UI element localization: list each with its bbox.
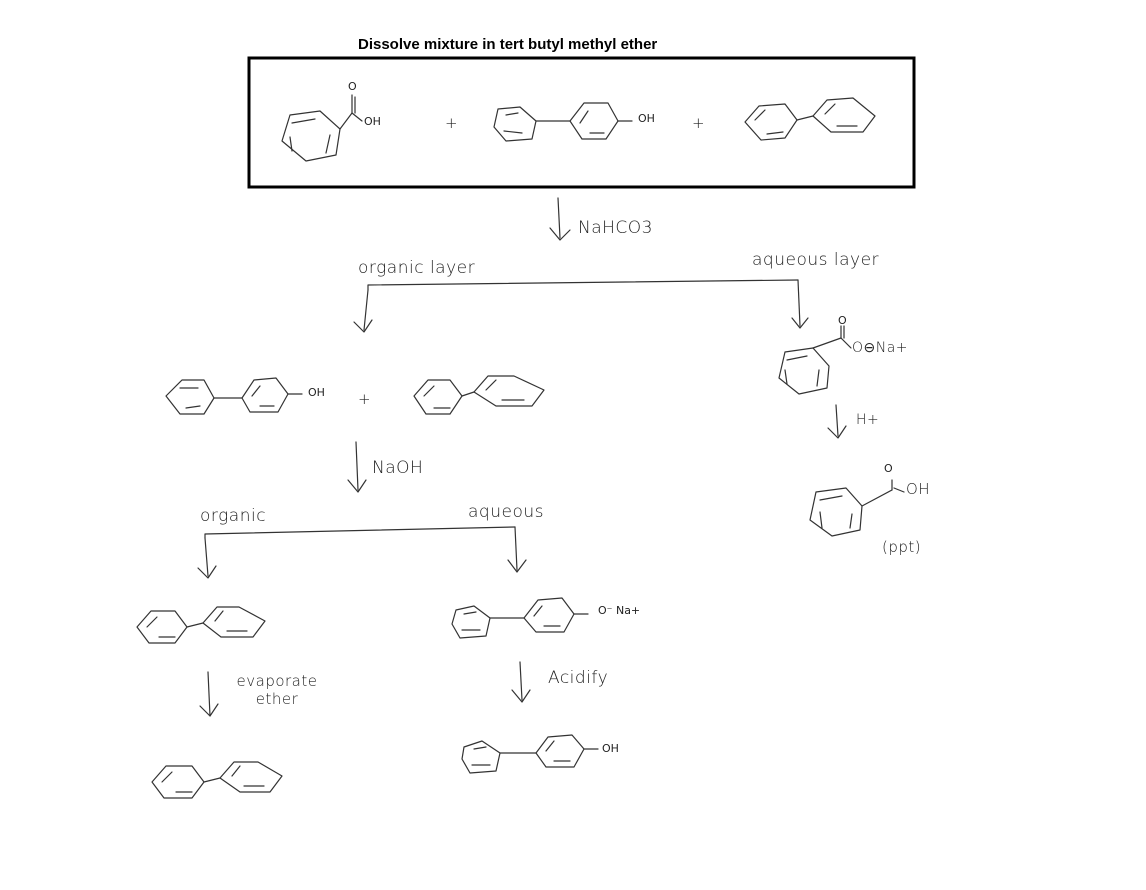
oh-label-final: OH bbox=[602, 742, 619, 755]
precipitate-note: (ppt) bbox=[882, 538, 922, 556]
sodium-phenoxide-structure bbox=[451, 597, 589, 639]
aqueous-layer-label: aqueous layer bbox=[752, 250, 880, 270]
oh-label-2: OH bbox=[638, 112, 655, 125]
reagent-naoh: NaOH bbox=[372, 458, 424, 478]
evaporate-ether-label: evaporate ether bbox=[236, 672, 318, 708]
aqueous-label-2: aqueous bbox=[468, 502, 544, 522]
organic-label-2: organic bbox=[200, 506, 267, 526]
phenylphenol-structure-1 bbox=[493, 102, 633, 142]
carbonyl-o-label-2: O bbox=[838, 314, 847, 327]
carbonyl-o-label-1: O bbox=[348, 80, 357, 93]
biphenyl-structure-2 bbox=[413, 375, 545, 415]
carboxylate-na-label: O⊖Na+ bbox=[852, 340, 909, 356]
phenoxide-na-label: O⁻ Na+ bbox=[598, 604, 641, 617]
carbonyl-o-label-3: O bbox=[884, 462, 893, 475]
mixture-box bbox=[247, 56, 916, 189]
biphenyl-structure-final bbox=[151, 761, 283, 799]
reagent-nahco3: NaHCO3 bbox=[578, 218, 653, 238]
phenylphenol-structure-2 bbox=[165, 377, 303, 415]
organic-layer-label: organic layer bbox=[358, 258, 476, 278]
oh-label-1: OH bbox=[364, 115, 381, 128]
plus-sign-1: + bbox=[445, 114, 459, 132]
plus-sign-3: + bbox=[358, 390, 372, 408]
oh-label-acid-final: OH bbox=[906, 480, 931, 498]
oh-label-3: OH bbox=[308, 386, 325, 399]
phenylphenol-structure-final bbox=[461, 734, 599, 774]
biphenyl-structure-3 bbox=[136, 606, 266, 644]
benzoic-acid-precipitate-structure bbox=[809, 479, 905, 537]
diagram-title: Dissolve mixture in tert butyl methyl et… bbox=[358, 36, 658, 53]
sodium-benzoate-structure bbox=[778, 325, 852, 395]
reagent-h-plus: H+ bbox=[856, 412, 880, 428]
plus-sign-2: + bbox=[692, 114, 706, 132]
acidify-label: Acidify bbox=[548, 668, 609, 688]
biphenyl-structure-1 bbox=[744, 97, 876, 141]
benzoic-acid-structure bbox=[281, 94, 363, 162]
